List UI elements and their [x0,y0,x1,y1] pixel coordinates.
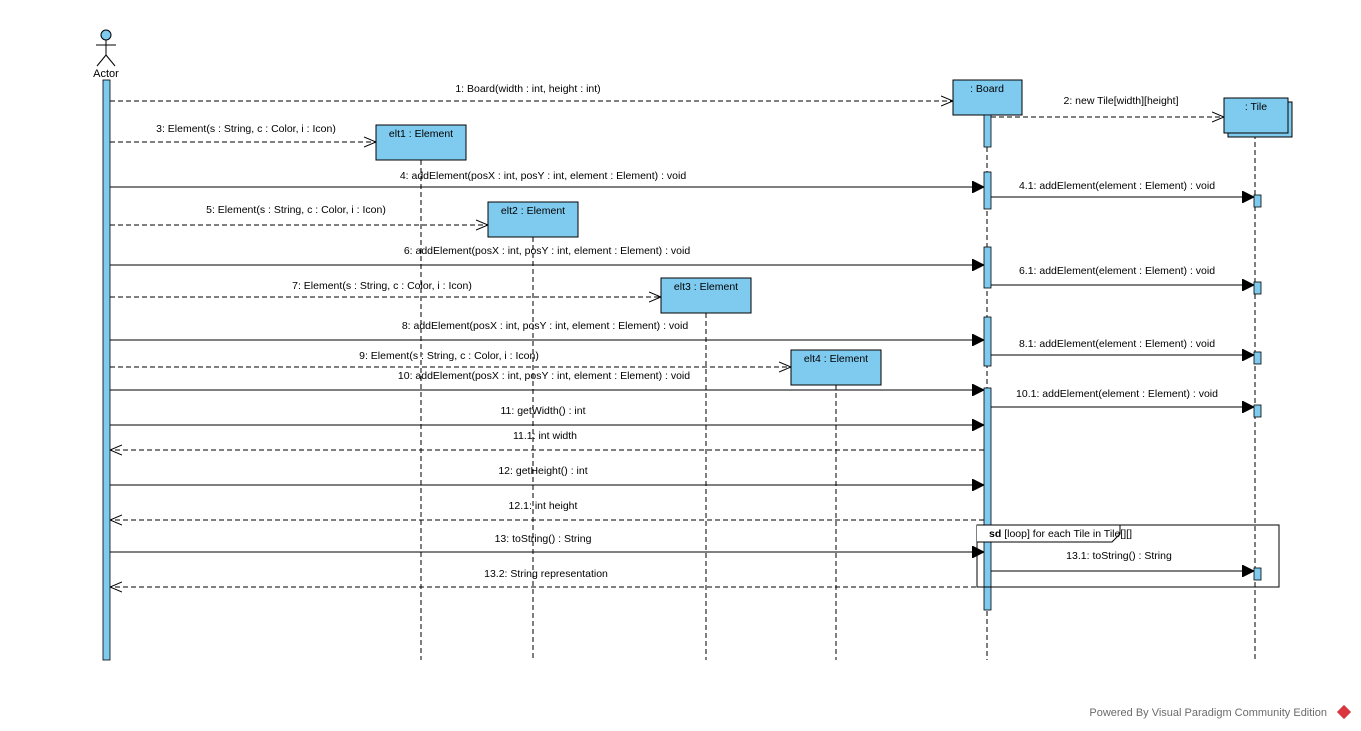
actor[interactable]: Actor [93,29,119,80]
actor-activation-bar [102,79,111,661]
tile-activation-bar [1253,567,1262,581]
board-activation-bar [983,387,992,611]
board-lifeline-head[interactable]: : Board [952,79,1023,116]
message-label: 11.1: int width [513,430,577,442]
message-label: 2: new Tile[width][height] [1064,95,1179,107]
elt2-label: elt2 : Element [501,205,565,217]
elt4-lifeline-head[interactable]: elt4 : Element [790,349,882,386]
board-activation-bar [983,246,992,289]
board-activation-bar [983,171,992,210]
tile-lifeline-head[interactable]: : Tile [1223,97,1293,138]
board-label: : Board [970,83,1004,95]
tile-label: : Tile [1245,101,1267,113]
loop-fragment[interactable]: sd [loop] for each Tile in Tile[][] [976,524,1280,588]
tile-activation-bar [1253,194,1262,208]
actor-label: Actor [93,68,119,80]
message-label: 5: Element(s : String, c : Color, i : Ic… [206,204,386,216]
tile-activation-bar [1253,281,1262,295]
elt1-lifeline-head[interactable]: elt1 : Element [375,124,467,161]
message-label: 9: Element(s : String, c : Color, i : Ic… [359,350,539,362]
elt3-label: elt3 : Element [674,281,738,293]
board-activation-bar [983,316,992,367]
message-label: 13: toString() : String [495,533,592,545]
message-label: 12: getHeight() : int [498,465,587,477]
message-label: 10: addElement(posX : int, posY : int, e… [398,370,690,382]
message-label: 12.1: int height [509,500,578,512]
message-label: 10.1: addElement(element : Element) : vo… [1016,388,1218,400]
message-label: 13.1: toString() : String [1066,550,1172,562]
message-label: 11: getWidth() : int [500,405,585,417]
message-label: 1: Board(width : int, height : int) [455,83,600,95]
loop-fragment-label: sd [loop] for each Tile in Tile[][] [989,528,1132,540]
board-activation-bar [983,114,992,148]
tile-activation-bar [1253,404,1262,418]
fragment-guard: [loop] for each Tile in Tile[][] [1004,528,1132,540]
actor-stick-figure-icon [96,29,116,67]
message-label: 13.2: String representation [484,568,608,580]
powered-by-footer[interactable]: Powered By Visual Paradigm Community Edi… [1089,707,1327,719]
message-label: 4: addElement(posX : int, posY : int, el… [400,170,687,182]
message-label: 6: addElement(posX : int, posY : int, el… [404,245,691,257]
message-label: 7: Element(s : String, c : Color, i : Ic… [292,280,472,292]
elt4-label: elt4 : Element [804,353,868,365]
elt1-label: elt1 : Element [389,128,453,140]
elt2-lifeline-head[interactable]: elt2 : Element [487,201,579,238]
message-label: 8.1: addElement(element : Element) : voi… [1019,338,1215,350]
fragment-keyword: sd [989,528,1001,540]
message-label: 3: Element(s : String, c : Color, i : Ic… [156,123,336,135]
message-label: 4.1: addElement(element : Element) : voi… [1019,180,1215,192]
message-label: 6.1: addElement(element : Element) : voi… [1019,265,1215,277]
elt3-lifeline-head[interactable]: elt3 : Element [660,277,752,314]
message-label: 8: addElement(posX : int, posY : int, el… [402,320,689,332]
tile-activation-bar [1253,351,1262,365]
